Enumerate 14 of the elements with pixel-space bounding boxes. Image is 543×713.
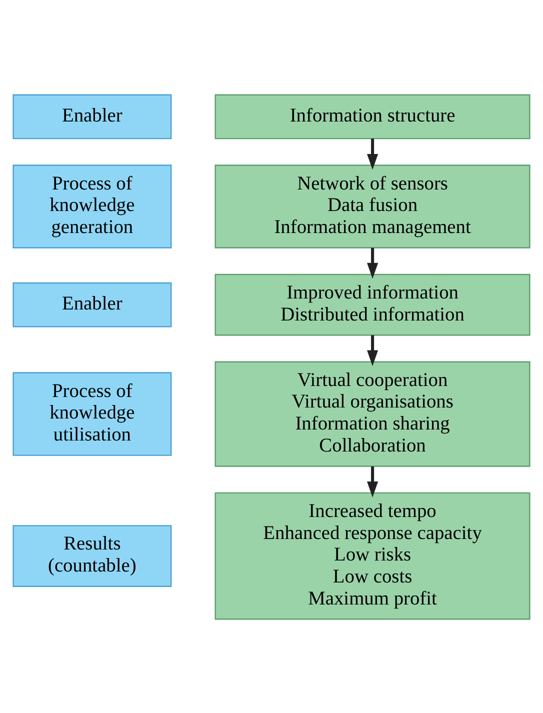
node-box: Network of sensors Data fusion Information management (214, 164, 530, 248)
arrow (367, 466, 378, 497)
node-box: Results (countable) (12, 524, 172, 586)
node-box: Enabler (12, 282, 172, 327)
arrow (367, 334, 378, 366)
node-box: Information structure (214, 94, 530, 139)
node-box: Virtual cooperation Virtual organisations Information sharing Collaboration (214, 360, 530, 466)
node-box: Process of knowledge generation (12, 164, 172, 248)
node-box: Process of knowledge utilisation (12, 372, 172, 456)
arrow (367, 247, 378, 278)
node-box: Enabler (12, 94, 172, 139)
node-box: Improved information Distributed information (214, 273, 530, 336)
node-box: Increased tempo Enhanced response capacity Low risks Low costs Maximum profit (214, 492, 530, 620)
arrow (367, 138, 378, 170)
